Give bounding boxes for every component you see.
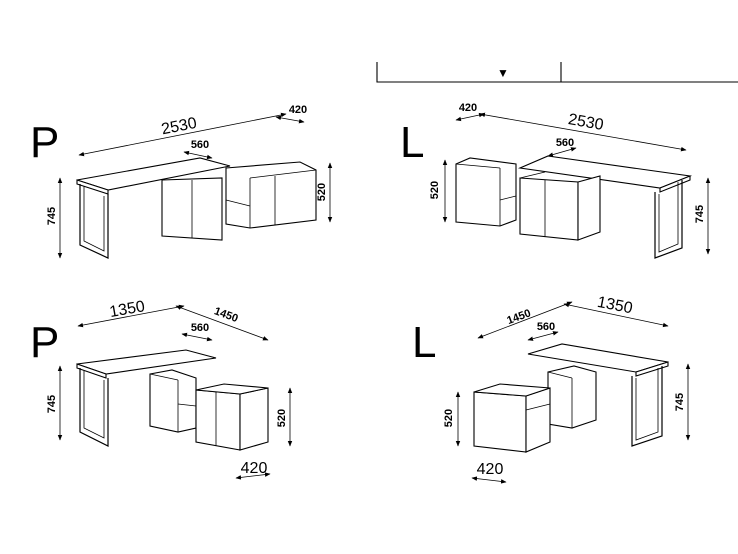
frame-marker: ▼ [497, 66, 509, 80]
leg-frame-inner [635, 368, 659, 441]
shelf-line [225, 199, 251, 207]
dim-depth: 420 [459, 102, 477, 114]
top-edge-line [455, 163, 501, 169]
leg-frame-inner [83, 186, 105, 252]
leg-frame [79, 368, 109, 447]
dim-line-length [479, 112, 687, 152]
dim-length-a: 1350 [108, 298, 146, 321]
frame-line [376, 62, 738, 83]
leg-frame-inner [83, 370, 105, 439]
dim-line-length-a [77, 304, 185, 328]
desk-top-edge [76, 363, 107, 379]
dim-length: 2530 [160, 115, 198, 138]
dim-line-depth [275, 115, 305, 124]
top-edge-line [149, 373, 179, 381]
dim-line-cabinet-depth [183, 150, 213, 160]
leg-frame-inner [658, 182, 679, 253]
dim-line-cabinet-width [235, 472, 271, 480]
top-edge-line [547, 371, 573, 379]
desk-top [527, 343, 669, 373]
dim-line-length-a [563, 302, 669, 328]
dim-length: 2530 [567, 111, 605, 134]
cabinet-side [239, 387, 269, 451]
variant-letter: P [30, 318, 59, 367]
variant-letter: L [400, 118, 424, 167]
dim-line-depth [455, 112, 485, 122]
variant-l-straight: L 2530 420 560 520 745 [400, 102, 711, 259]
dim-length-b: 1450 [505, 307, 532, 327]
variant-l-corner: L 1450 1350 560 520 745 420 [412, 294, 691, 484]
cabinet-front [519, 177, 579, 241]
top-edge-line [249, 169, 317, 179]
top-frame: ▼ [376, 62, 738, 83]
leg-frame [654, 180, 683, 259]
shelf-line [525, 403, 551, 411]
dim-cabinet-width: 420 [241, 460, 268, 477]
cabinet-side [577, 175, 601, 241]
leg-frame [631, 366, 663, 447]
dim-cabinet-height: 520 [276, 409, 288, 427]
dim-cabinet-depth: 560 [191, 322, 209, 334]
desk-top-edge [635, 361, 669, 377]
dim-cabinet-height: 520 [316, 183, 328, 201]
dim-height: 745 [674, 393, 686, 411]
cabinet-top-edge [519, 171, 546, 179]
dim-cabinet-depth: 560 [191, 139, 209, 151]
dim-line-length-b [477, 301, 573, 339]
dim-line-cabinet-depth [181, 332, 213, 342]
dim-line-length-b [175, 305, 269, 341]
dim-height: 745 [46, 207, 58, 225]
cabinet-top [195, 383, 269, 395]
dim-line-length [78, 112, 287, 157]
leg-frame [79, 184, 109, 259]
cabinet-front [473, 391, 527, 453]
dim-line-cabinet-width [471, 476, 507, 484]
dim-cabinet-width: 420 [477, 461, 504, 478]
dim-cabinet-height: 520 [429, 181, 441, 199]
variant-p-corner: P 1350 1450 560 745 520 420 [30, 298, 293, 480]
variant-letter: L [412, 318, 436, 367]
cabinet-top [473, 383, 551, 397]
shelf-unit [455, 157, 517, 227]
dim-length-b: 1450 [212, 305, 239, 325]
dim-line-cabinet-depth [527, 331, 559, 341]
variant-p-straight: P 2530 420 560 745 520 [30, 104, 333, 259]
dim-height: 745 [694, 205, 706, 223]
dim-cabinet-depth: 560 [556, 137, 574, 149]
shelf-unit [225, 161, 317, 229]
desk-top [76, 349, 217, 375]
dim-depth: 420 [289, 104, 307, 116]
cabinet-side [525, 387, 551, 453]
dim-cabinet-depth: 560 [537, 321, 555, 333]
shelf-line [499, 195, 517, 201]
dim-cabinet-height: 520 [443, 409, 455, 427]
dim-line-cabinet-depth [547, 147, 577, 157]
variant-letter: P [30, 118, 59, 167]
dim-height: 745 [46, 395, 58, 413]
cabinet-front [195, 389, 241, 451]
dim-length-a: 1350 [596, 294, 634, 317]
shelf-line [177, 403, 197, 407]
